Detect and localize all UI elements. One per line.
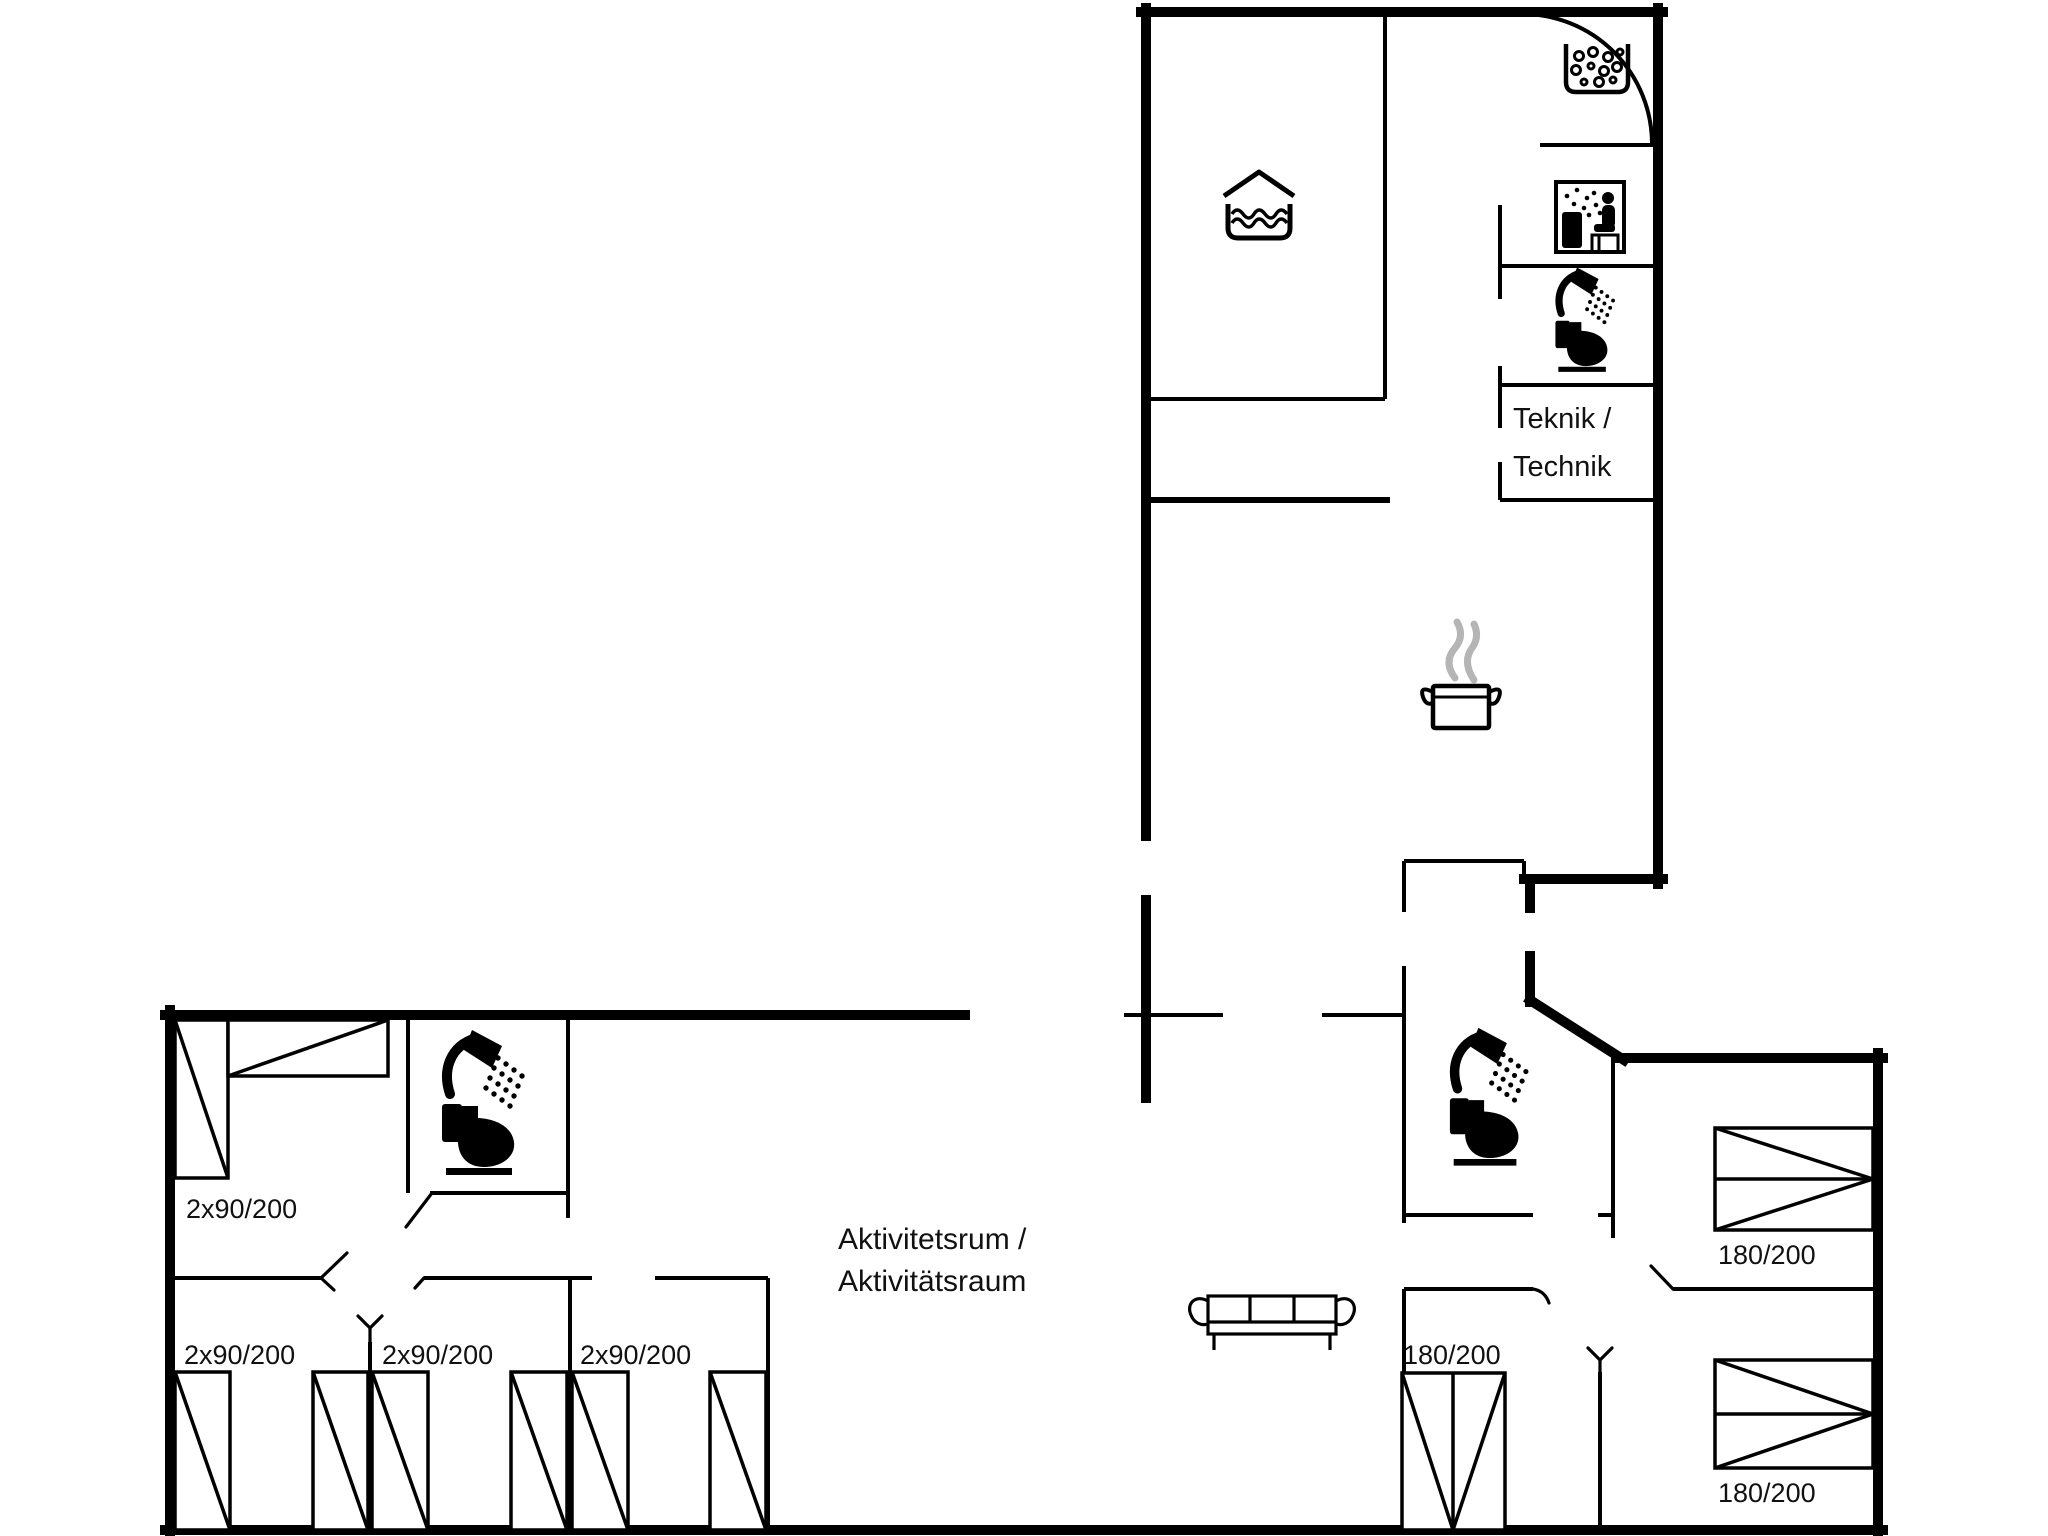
- shower-toilet-icon: [1555, 267, 1615, 371]
- bed-size-label: 2x90/200: [184, 1340, 295, 1370]
- bed-icon: [1713, 1358, 1875, 1470]
- door-fork-icon: [356, 1314, 384, 1346]
- shower-toilet-icon: [442, 1030, 525, 1175]
- kitchen-hall-walls: [1124, 859, 1526, 1017]
- bed-size-label: 180/200: [1718, 1478, 1816, 1508]
- whirlpool-icon: [1563, 44, 1631, 95]
- labels: 2x90/200 2x90/200 2x90/200 2x90/200 180/…: [184, 403, 1816, 1508]
- bed-icon: [370, 1370, 569, 1532]
- sauna-icon: [1554, 180, 1626, 254]
- bed-size-label: 2x90/200: [186, 1194, 297, 1224]
- cooking-pot-icon: [1420, 618, 1502, 731]
- pool-icon: [1222, 169, 1296, 241]
- room-label-activity: Aktivitetsrum /: [838, 1223, 1027, 1256]
- bed-size-label: 2x90/200: [382, 1340, 493, 1370]
- entrance-door-icon: [1521, 12, 1654, 144]
- room-label-activity: Aktivitätsraum: [838, 1265, 1026, 1298]
- north-wing-walls: [1143, 12, 1658, 503]
- beds: [173, 1018, 1875, 1532]
- bed-icon: [570, 1370, 768, 1532]
- room-label-teknik: Teknik /: [1513, 403, 1612, 435]
- bed-icon: [1400, 1371, 1507, 1532]
- bed-icon: [173, 1018, 390, 1180]
- room-label-teknik: Technik: [1513, 451, 1612, 483]
- west-wing-walls: [172, 1015, 770, 1532]
- bed-icon: [1713, 1126, 1875, 1232]
- outer-walls: [160, 3, 1888, 1536]
- bed-size-label: 180/200: [1718, 1240, 1816, 1270]
- east-wing-walls: [1402, 1015, 1878, 1530]
- shower-toilet-icon: [1450, 1028, 1529, 1166]
- bed-size-label: 180/200: [1403, 1340, 1501, 1370]
- bed-icon: [173, 1370, 370, 1532]
- sofa-icon: [1188, 1294, 1356, 1350]
- bed-size-label: 2x90/200: [580, 1340, 691, 1370]
- door-fork-icon: [1586, 1346, 1614, 1376]
